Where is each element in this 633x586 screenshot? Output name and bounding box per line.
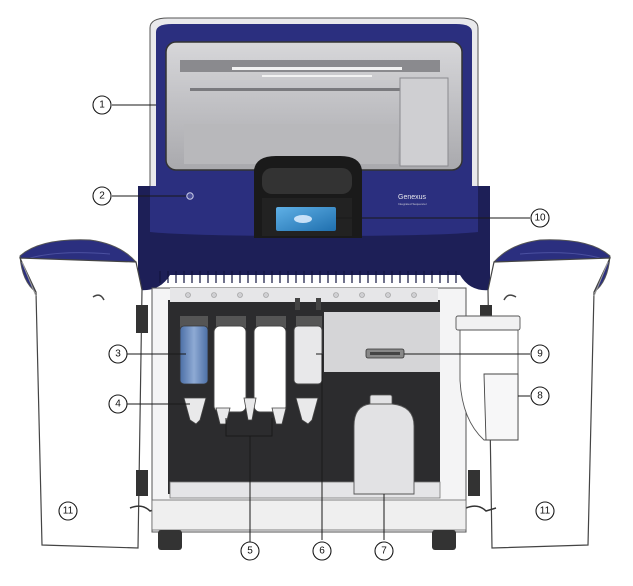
power-button[interactable] <box>186 192 194 200</box>
callout-5: 5 <box>240 541 260 561</box>
callout-1: 1 <box>92 95 112 115</box>
conical-tube-5[interactable] <box>295 397 319 425</box>
svg-text:9: 9 <box>537 349 543 360</box>
reagent-bottle-white-1[interactable] <box>213 316 247 413</box>
brand-name: Genexus <box>398 194 427 201</box>
callout-6: 6 <box>312 541 332 561</box>
left-door[interactable] <box>19 257 161 549</box>
svg-text:4: 4 <box>115 399 121 410</box>
callout-3: 3 <box>108 344 128 364</box>
svg-text:8: 8 <box>537 391 543 402</box>
callout-11-right: 11 <box>535 501 555 521</box>
svg-text:6: 6 <box>319 546 325 557</box>
svg-text:5: 5 <box>247 546 253 557</box>
drawer-handle[interactable] <box>365 348 405 359</box>
conical-tube-3[interactable] <box>243 397 257 421</box>
reagent-bottle-white-2[interactable] <box>253 316 287 413</box>
right-door[interactable] <box>465 257 611 549</box>
buffer-bottle-blue[interactable] <box>179 316 209 385</box>
waste-container[interactable] <box>353 394 415 495</box>
brand-logo: Genexus Integrated Sequencer <box>398 194 427 206</box>
callout-7: 7 <box>374 541 394 561</box>
callout-11-left: 11 <box>58 501 78 521</box>
callout-9: 9 <box>530 344 550 364</box>
callout-2: 2 <box>92 186 112 206</box>
svg-text:11: 11 <box>540 506 551 517</box>
svg-text:2: 2 <box>99 191 105 202</box>
callout-10: 10 <box>530 208 550 228</box>
brand-tagline: Integrated Sequencer <box>398 202 427 206</box>
svg-text:1: 1 <box>99 100 105 111</box>
callout-4: 4 <box>108 394 128 414</box>
svg-text:10: 10 <box>534 213 546 224</box>
callout-8: 8 <box>530 386 550 406</box>
instrument-window <box>165 41 463 171</box>
svg-text:3: 3 <box>115 349 121 360</box>
touchscreen-pod <box>254 156 362 238</box>
callouts: 1 2 3 4 5 6 7 8 <box>58 95 555 561</box>
svg-text:11: 11 <box>63 506 74 517</box>
vent-slots <box>159 271 457 283</box>
reagent-bottle-right[interactable] <box>293 316 323 385</box>
conical-tube-4[interactable] <box>271 407 287 425</box>
door-waste-bin[interactable] <box>455 315 521 441</box>
svg-text:7: 7 <box>381 546 387 557</box>
